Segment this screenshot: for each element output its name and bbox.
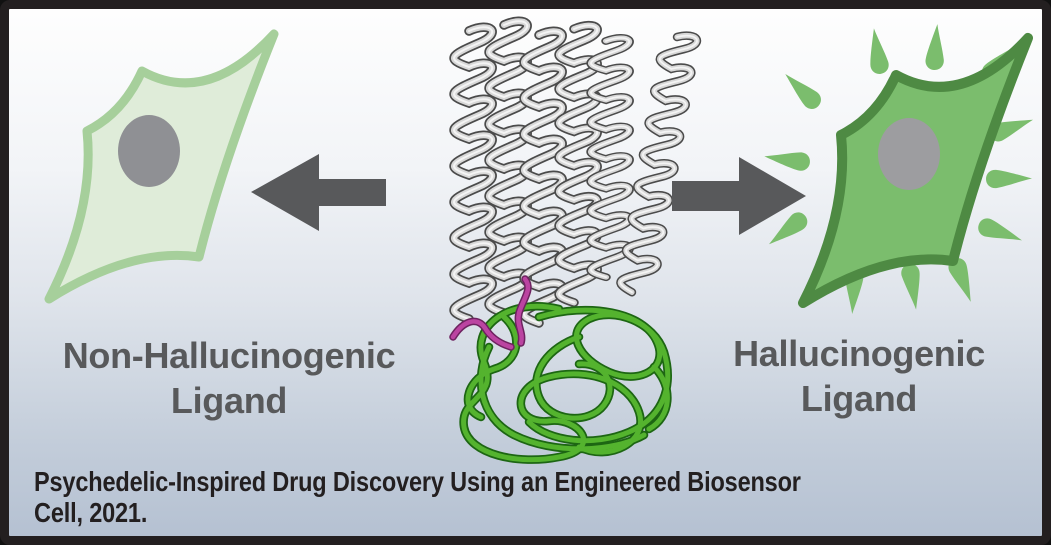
left-arrow-icon: [251, 154, 386, 231]
activated-cell-with-fluorescence-rays-illustration: [762, 23, 1037, 315]
magenta-linker-segments: [449, 275, 532, 351]
biosensor-green-domain: [459, 302, 672, 464]
inactive-cell-illustration: [44, 29, 279, 304]
right-arrow-shape: [672, 157, 806, 235]
active-cell-nucleus: [878, 118, 940, 190]
non-hallucinogenic-ligand-label: Non-Hallucinogenic Ligand: [24, 333, 434, 423]
hallucinogenic-label-line1: Hallucinogenic: [733, 333, 985, 374]
hallucinogenic-label-line2: Ligand: [800, 378, 918, 419]
non-hallucinogenic-label-line2: Ligand: [170, 380, 288, 421]
non-hallucinogenic-label-line1: Non-Hallucinogenic: [62, 335, 396, 376]
hallucinogenic-ligand-label: Hallucinogenic Ligand: [699, 331, 1019, 421]
caption-citation: Cell, 2021.: [34, 497, 148, 528]
left-arrow-shape: [251, 154, 386, 231]
inactive-cell-nucleus: [118, 115, 180, 187]
right-arrow-icon: [672, 157, 806, 235]
caption-title: Psychedelic-Inspired Drug Discovery Usin…: [34, 466, 801, 497]
figure-caption: Psychedelic-Inspired Drug Discovery Usin…: [34, 466, 801, 528]
receptor-biosensor-protein-structure-illustration: [449, 17, 729, 464]
receptor-helix-bundle: [454, 21, 698, 323]
